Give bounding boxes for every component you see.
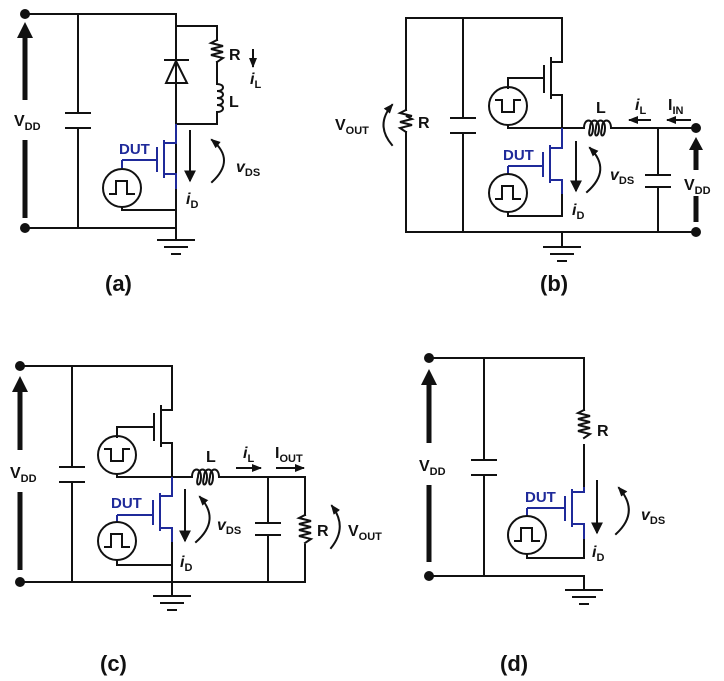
- panel-c-wires: [19, 365, 306, 596]
- panel-c-dut-mosfet: [116, 477, 173, 583]
- panel-a-dut-label: DUT: [119, 141, 150, 158]
- panel-a-terminal-bottom: [20, 223, 30, 233]
- panel-b-capacitor: [450, 17, 476, 233]
- panel-d-vds-arrow: [614, 486, 630, 536]
- panel-b-high-side-mosfet: [507, 57, 563, 129]
- panel-b-vdd-label: VDD: [684, 177, 711, 197]
- panel-a-dut-mosfet: [121, 124, 177, 211]
- panel-b-vout-arrow: [382, 103, 394, 147]
- panel-d-ground-icon: [565, 589, 603, 605]
- panel-b-vdd-arrow: [689, 137, 703, 222]
- panel-c-vout-label: VOUT: [348, 523, 382, 543]
- panel-b-vout-label: VOUT: [335, 117, 369, 137]
- panel-b-terminal-bottom: [691, 227, 701, 237]
- panel-b-vds-arrow: [585, 146, 602, 194]
- panel-b-l-label: L: [596, 100, 606, 117]
- panel-d-resistor: [575, 408, 593, 440]
- panel-d: VDD R DUT iD vDS (d): [419, 353, 665, 676]
- panel-d-vds-label: vDS: [641, 507, 665, 527]
- panel-d-r-label: R: [597, 423, 609, 440]
- panel-a-vdd-arrow: [17, 22, 33, 218]
- panel-c-output-wire: [218, 476, 306, 583]
- panel-d-vdd-arrow: [421, 369, 437, 562]
- panel-c-inductor: [190, 468, 221, 486]
- panel-d-caption: (d): [500, 651, 528, 676]
- panel-b-ground-icon: [543, 246, 581, 262]
- panel-b-vds-label: vDS: [610, 167, 634, 187]
- panel-b-id-label: iD: [572, 202, 584, 222]
- panel-d-dut-mosfet: [526, 487, 585, 559]
- panel-b-wires: [405, 17, 697, 246]
- panel-a: VDD R L iL DUT iD: [14, 9, 261, 296]
- panel-c: VDD L iL IOUT R VOUT DUT: [10, 361, 382, 676]
- panel-c-vds-arrow: [194, 495, 211, 544]
- panel-c-vdd-arrow: [12, 376, 28, 570]
- panel-d-vdd-label: VDD: [419, 458, 446, 478]
- panel-b-dut-mosfet: [507, 128, 563, 217]
- panel-a-caption: (a): [105, 271, 132, 296]
- panel-b-dut-label: DUT: [503, 147, 534, 164]
- panel-c-dut-label: DUT: [111, 495, 142, 512]
- panel-c-vds-label: vDS: [217, 517, 241, 537]
- panel-c-vdd-label: VDD: [10, 465, 37, 485]
- panel-a-il-label: iL: [250, 71, 261, 91]
- panel-a-vds-label: vDS: [236, 159, 260, 179]
- panel-c-r-label: R: [317, 523, 329, 540]
- panel-a-diode: [164, 58, 189, 84]
- panel-d-wires: [428, 357, 585, 591]
- panel-b-iin-label: IIN: [668, 97, 684, 117]
- panel-c-inverted-pulse-source: [97, 435, 193, 478]
- panel-c-ground-icon: [153, 595, 191, 611]
- panel-c-resistor: [296, 513, 314, 545]
- panel-d-dut-label: DUT: [525, 489, 556, 506]
- panel-a-wires: [24, 13, 177, 241]
- panel-c-output-capacitor: [255, 476, 281, 583]
- panel-c-vout-arrow: [329, 504, 341, 550]
- panel-c-id-label: iD: [180, 554, 192, 574]
- panel-b-input-capacitor: [645, 127, 671, 233]
- panel-c-capacitor: [59, 365, 85, 583]
- panel-a-id-label: iD: [186, 191, 198, 211]
- panel-c-l-label: L: [206, 449, 216, 466]
- panel-d-terminal-top: [424, 353, 434, 363]
- panel-b-pulse-source: [488, 173, 563, 217]
- panel-a-pulse-source: [102, 168, 177, 211]
- panel-a-ground-icon: [157, 239, 195, 255]
- panel-b-caption: (b): [540, 271, 568, 296]
- panel-b-il-label: iL: [635, 97, 646, 117]
- panel-c-il-label: iL: [243, 445, 254, 465]
- panel-c-iout-label: IOUT: [275, 445, 303, 465]
- panel-a-terminal-top: [20, 9, 30, 19]
- panel-b-terminal-top: [691, 123, 701, 133]
- panel-c-high-side-mosfet: [116, 405, 173, 478]
- panel-a-r-label: R: [229, 47, 241, 64]
- panel-d-capacitor: [471, 357, 497, 577]
- panel-d-terminal-bottom: [424, 571, 434, 581]
- panel-a-vdd-label: VDD: [14, 113, 41, 133]
- panel-b-r-label: R: [418, 115, 430, 132]
- panel-a-inductor: [215, 82, 224, 114]
- panel-a-l-label: L: [229, 94, 239, 111]
- panel-a-resistor: [208, 38, 226, 64]
- panel-b-resistor: [397, 108, 415, 134]
- panel-b-inductor: [582, 119, 613, 137]
- panel-a-vds-arrow: [210, 138, 225, 184]
- panel-c-terminal-top: [15, 361, 25, 371]
- panel-c-caption: (c): [100, 651, 127, 676]
- panel-d-id-label: iD: [592, 544, 604, 564]
- panel-b: R VOUT L iL IIN VDD: [335, 17, 711, 296]
- panel-d-pulse-source: [507, 515, 585, 559]
- panel-b-inverted-pulse-source: [488, 86, 563, 129]
- panel-a-capacitor: [65, 13, 91, 229]
- panel-c-pulse-source: [97, 521, 173, 566]
- panel-c-terminal-bottom: [15, 577, 25, 587]
- panel-a-rl-wires: [175, 25, 218, 125]
